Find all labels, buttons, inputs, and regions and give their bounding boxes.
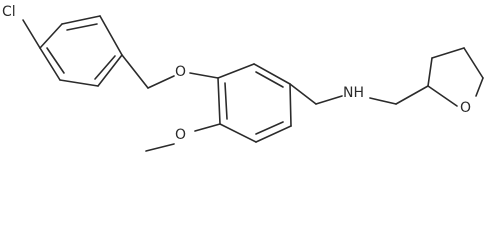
bond	[194, 123, 221, 132]
bond	[289, 83, 317, 105]
chlorophenyl-ring	[39, 15, 123, 87]
ring-oxygen-label: O	[460, 100, 471, 116]
double-bond	[255, 71, 284, 88]
bond	[395, 85, 429, 105]
ether-oxygen-label: O	[175, 64, 186, 80]
bond	[189, 72, 219, 79]
bond	[59, 79, 99, 87]
bond	[289, 83, 292, 127]
bond	[369, 97, 397, 105]
bond	[97, 54, 123, 87]
double-bond	[255, 121, 284, 135]
bond	[463, 47, 484, 79]
chlorine-label: Cl	[2, 4, 16, 20]
double-bond	[94, 55, 116, 80]
bond	[427, 57, 433, 87]
bond	[475, 77, 484, 97]
amine-label: NH	[343, 85, 364, 101]
double-bond	[66, 23, 98, 31]
bond	[219, 123, 257, 143]
bond	[427, 85, 458, 107]
double-bond	[224, 82, 228, 120]
bond	[99, 15, 123, 56]
double-bond	[46, 47, 65, 74]
bond	[255, 125, 292, 143]
bond	[217, 63, 255, 79]
methoxy-oxygen-label: O	[175, 127, 186, 143]
bond	[39, 23, 63, 49]
bond	[22, 19, 41, 49]
bond	[61, 15, 101, 25]
bond	[217, 77, 221, 125]
tetrahydrofuran-ring	[427, 47, 484, 107]
bond	[147, 75, 175, 89]
bond	[431, 47, 465, 59]
central-benzene-ring	[217, 63, 292, 143]
bond	[315, 95, 343, 105]
bond	[145, 143, 175, 152]
bond	[121, 54, 149, 89]
bond	[39, 47, 61, 81]
chemical-structure: Cl O O NH O	[2, 4, 484, 152]
bond	[253, 63, 291, 85]
